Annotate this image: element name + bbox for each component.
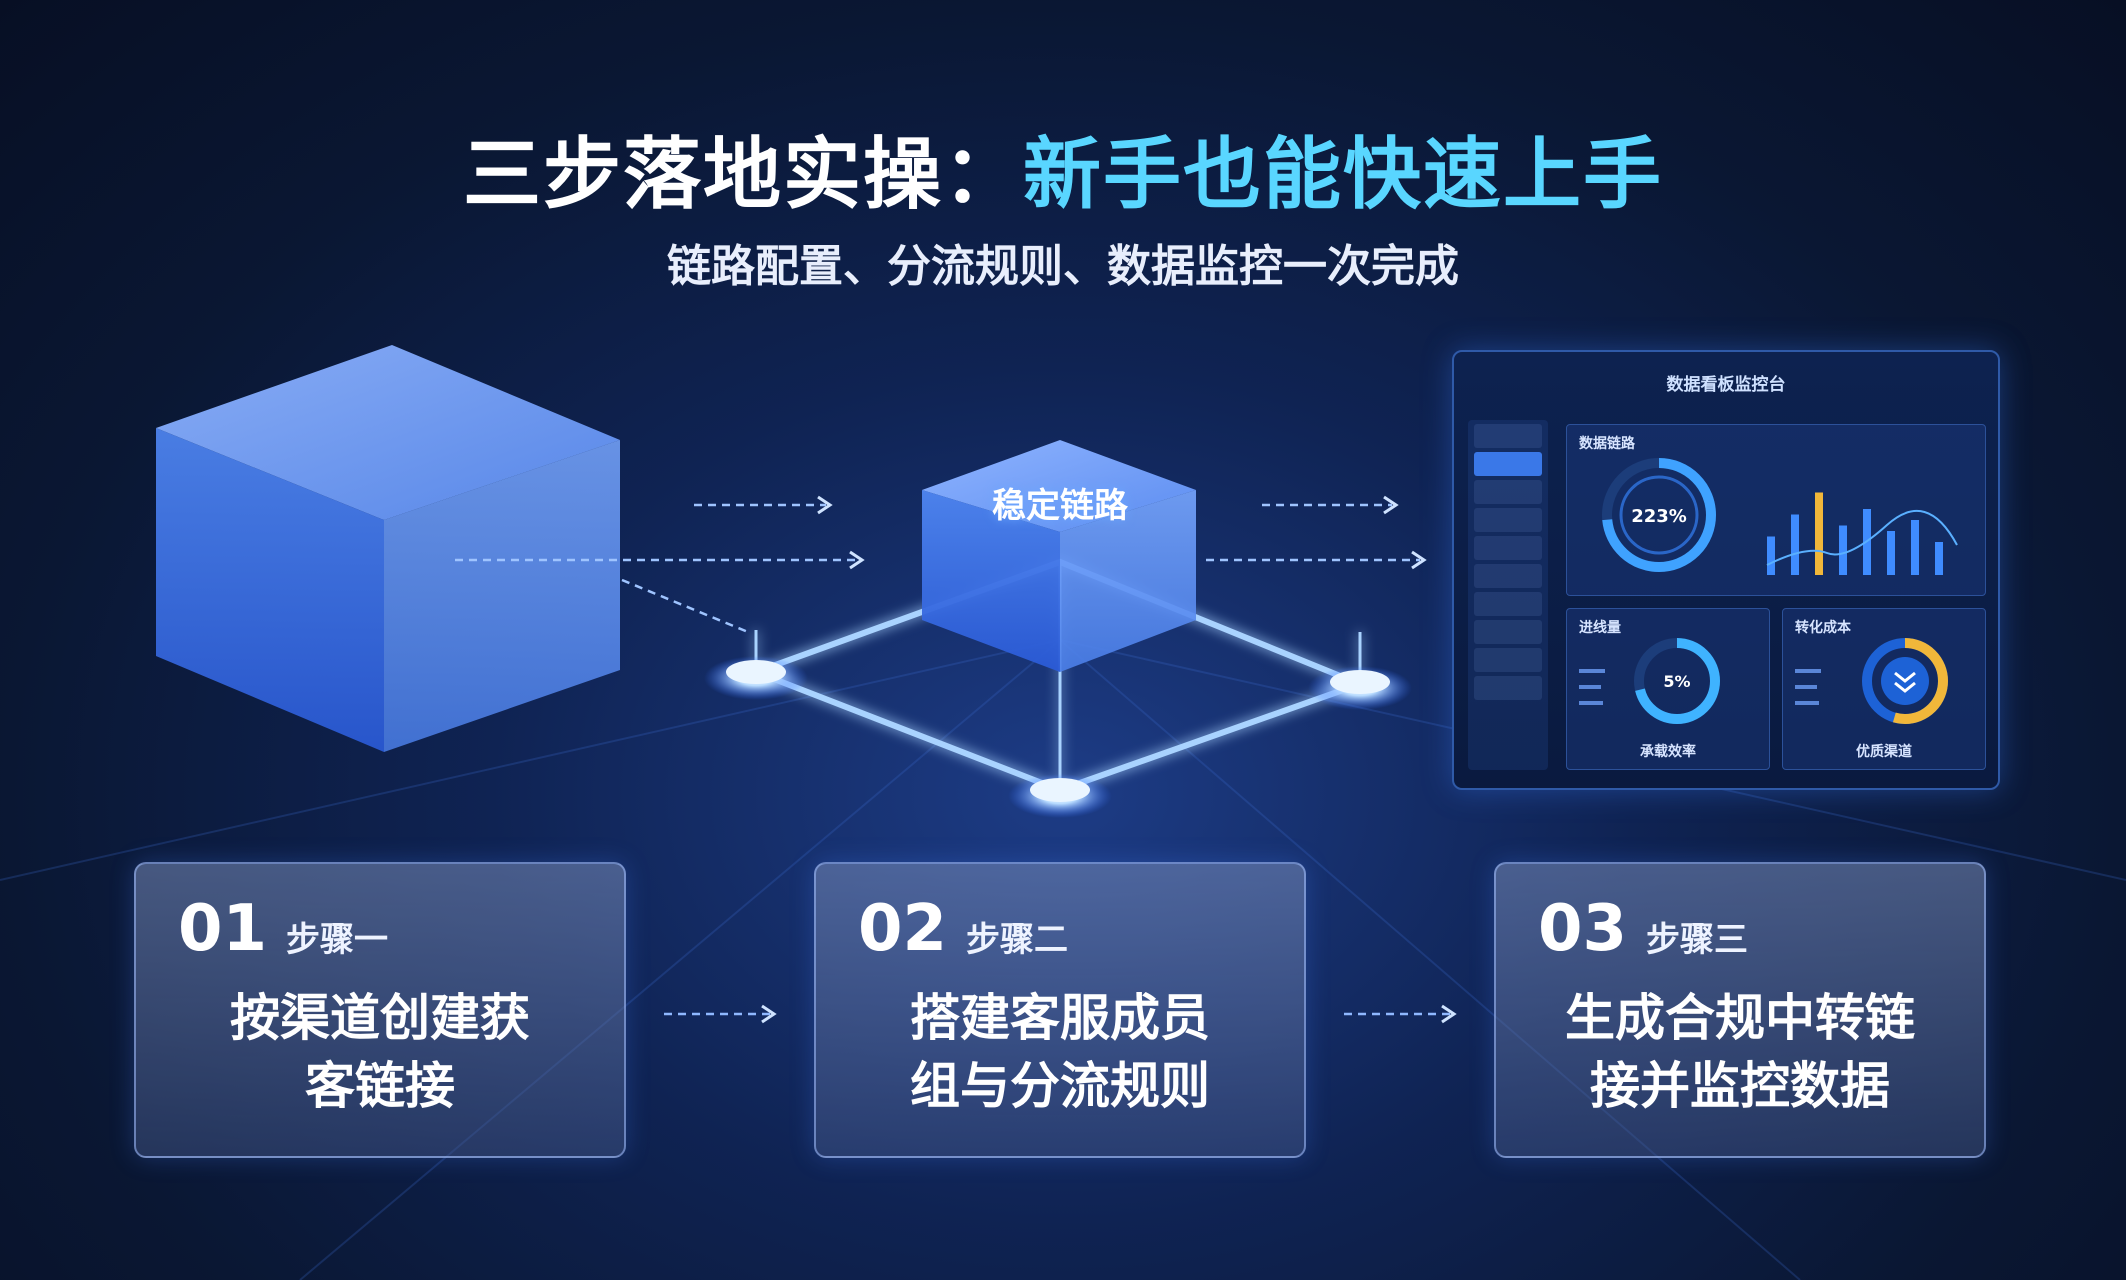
step-card-3: 03 步骤三 生成合规中转链 接并监控数据: [1494, 862, 1986, 1158]
bar: [1839, 525, 1847, 575]
step-label: 步骤二: [966, 920, 1068, 960]
left-panel-title: 进线量: [1579, 620, 1621, 636]
top-panel: 数据链路 223%: [1566, 424, 1986, 596]
right-panel-ring: [1795, 638, 1948, 724]
sidebar-item-active: [1474, 452, 1542, 476]
bar: [1887, 531, 1895, 575]
step-number: 02: [858, 892, 948, 966]
step-desc-line: 组与分流规则: [910, 1057, 1210, 1115]
sidebar-item: [1474, 564, 1542, 588]
step-desc-line: 接并监控数据: [1590, 1057, 1890, 1115]
bar: [1911, 520, 1919, 575]
step-label: 步骤三: [1646, 920, 1748, 960]
step-card-1: 01 步骤一 按渠道创建获 客链接: [134, 862, 626, 1158]
bar: [1815, 492, 1823, 575]
sidebar-item: [1474, 508, 1542, 532]
page-title: 三步落地实操：新手也能快速上手: [0, 112, 2126, 224]
right-panel-title: 转化成本: [1795, 620, 1851, 636]
left-ring-value: 5%: [1663, 672, 1690, 691]
step-description: 搭建客服成员 组与分流规则: [836, 984, 1284, 1120]
sidebar-item: [1474, 592, 1542, 616]
step-desc-line: 生成合规中转链: [1565, 989, 1915, 1047]
bar: [1791, 514, 1799, 575]
page-subtitle: 链路配置、分流规则、数据监控一次完成: [667, 241, 1459, 292]
bar: [1767, 536, 1775, 575]
step-label: 步骤一: [286, 920, 388, 960]
top-panel-graphics: 223%: [1602, 458, 1958, 575]
network-nodes: [704, 656, 1412, 818]
top-panel-title: 数据链路: [1579, 436, 1635, 452]
large-cube: [156, 345, 620, 752]
bar-chart: [1767, 492, 1943, 575]
center-cube-label: 稳定链路: [992, 486, 1128, 526]
left-panel: 进线量 5% 承载效率: [1566, 608, 1770, 770]
sidebar-item: [1474, 536, 1542, 560]
sidebar-item: [1474, 676, 1542, 700]
center-cube: [922, 440, 1196, 672]
title-highlight: 新手也能快速上手: [1023, 130, 1664, 220]
step-number: 01: [178, 892, 268, 966]
step-desc-line: 搭建客服成员: [910, 989, 1210, 1047]
step-desc-line: 按渠道创建获: [230, 989, 530, 1047]
bar: [1935, 542, 1943, 575]
step-card-2: 02 步骤二 搭建客服成员 组与分流规则: [814, 862, 1306, 1158]
left-panel-ring: 5%: [1579, 638, 1720, 724]
right-panel-caption: 优质渠道: [1856, 744, 1912, 760]
step-desc-line: 客链接: [305, 1057, 455, 1115]
dashboard-sidebar: [1468, 420, 1548, 770]
title-main: 三步落地实操：: [462, 130, 1023, 220]
step-description: 按渠道创建获 客链接: [156, 984, 604, 1120]
arrow-heads: [817, 495, 1427, 570]
flow-arrows: [455, 503, 1420, 634]
sidebar-item: [1474, 620, 1542, 644]
sidebar-item: [1474, 480, 1542, 504]
top-ring-value: 223%: [1631, 506, 1687, 527]
dashboard-title: 数据看板监控台: [1666, 375, 1786, 395]
right-panel: 转化成本 优质渠道: [1782, 608, 1986, 770]
dashboard-screen: 数据看板监控台 数据链路 223% 进线量 5%: [1452, 350, 2000, 790]
left-panel-caption: 承载效率: [1640, 744, 1696, 760]
step-description: 生成合规中转链 接并监控数据: [1516, 984, 1964, 1120]
sidebar-item: [1474, 648, 1542, 672]
sidebar-item: [1474, 424, 1542, 448]
step-number: 03: [1538, 892, 1628, 966]
